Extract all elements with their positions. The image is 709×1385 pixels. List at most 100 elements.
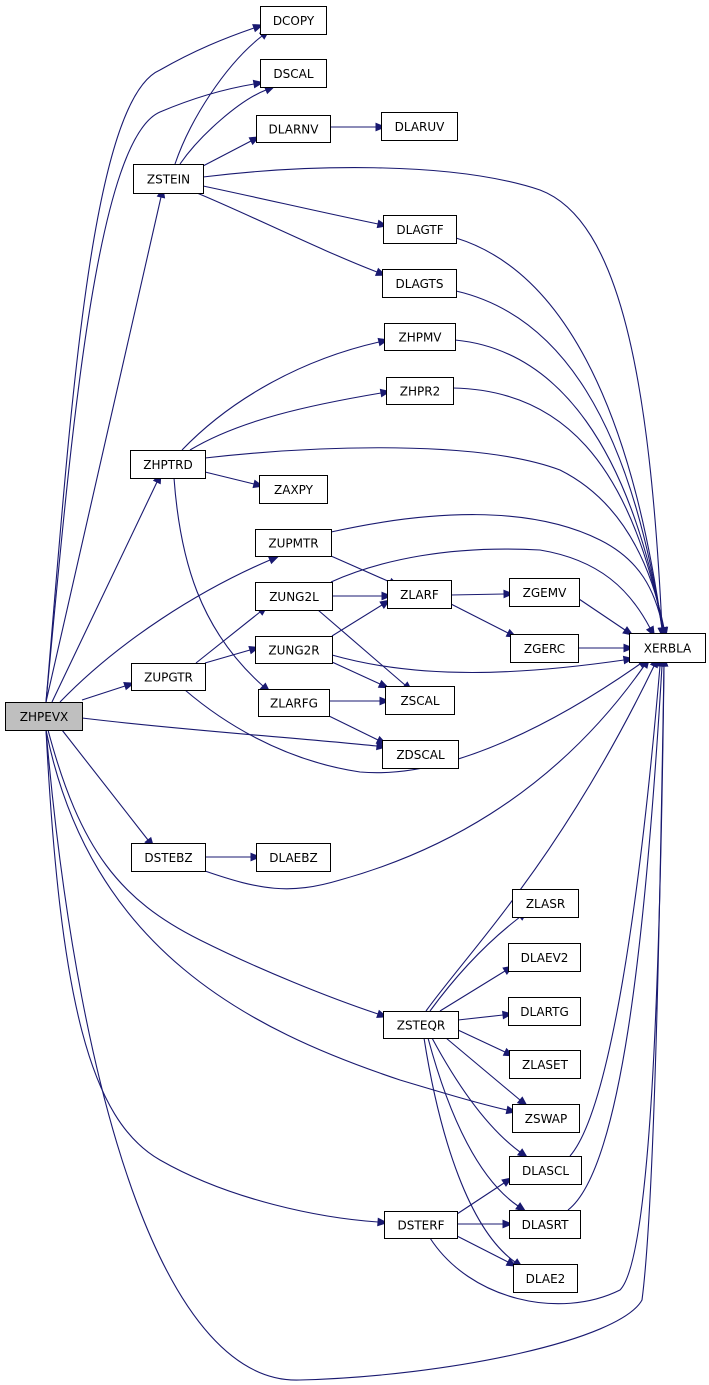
- node-zupgtr[interactable]: ZUPGTR: [131, 663, 206, 691]
- edge-zung2l-to-zlarf: [332, 591, 393, 601]
- node-label: DLARUV: [395, 120, 446, 134]
- node-box: [255, 582, 333, 611]
- node-label: ZLASET: [522, 1058, 569, 1072]
- node-label: ZLARF: [400, 588, 439, 602]
- node-box: [509, 578, 580, 607]
- node-box: [5, 702, 83, 731]
- node-box: [383, 215, 457, 244]
- node-dscal[interactable]: DSCAL: [260, 59, 327, 88]
- node-label: ZHPR2: [400, 385, 440, 399]
- node-label: DLARNV: [269, 123, 320, 137]
- node-label: XERBLA: [644, 642, 692, 656]
- node-label: DSCAL: [273, 67, 313, 81]
- node-dlaebz[interactable]: DLAEBZ: [256, 843, 331, 872]
- node-box: [130, 450, 206, 479]
- node-label: DSTEBZ: [144, 851, 192, 865]
- edge-zgemv-to-xerbla: [578, 598, 634, 636]
- edge-zstein-to-dcopy: [174, 29, 271, 165]
- node-zung2r[interactable]: ZUNG2R: [255, 636, 333, 664]
- node-box: [256, 843, 331, 872]
- node-box: [509, 1210, 581, 1239]
- node-label: ZUNG2L: [269, 590, 319, 604]
- node-zlaset[interactable]: ZLASET: [509, 1050, 581, 1079]
- edge-zhpevx-to-zupgtr: [81, 682, 135, 701]
- node-zlarfg[interactable]: ZLARFG: [258, 689, 330, 717]
- node-box: [255, 636, 333, 664]
- edge-zstein-to-dlarnv: [202, 136, 261, 167]
- edge-dlarnv-to-dlaruv: [330, 122, 387, 132]
- edge-zlarf-to-zgerc: [450, 603, 518, 638]
- node-label: ZHPEVX: [20, 710, 69, 724]
- node-xerbla[interactable]: XERBLA: [629, 633, 706, 663]
- node-dlae2[interactable]: DLAE2: [513, 1264, 578, 1293]
- node-label: DLAGTS: [395, 277, 443, 291]
- node-dlasrt[interactable]: DLASRT: [509, 1210, 581, 1239]
- edge-zhpevx-to-zsteqr: [47, 729, 388, 1018]
- edge-dsterf-to-dlascl: [456, 1177, 513, 1215]
- edge-zsteqr-to-dlartg: [457, 1010, 514, 1021]
- edge-zhpevx-to-zupmtr: [59, 555, 280, 703]
- node-box: [260, 6, 327, 35]
- node-label: DLASRT: [522, 1218, 569, 1232]
- node-zhptrd[interactable]: ZHPTRD: [130, 450, 206, 479]
- node-box: [509, 1050, 581, 1079]
- node-dcopy[interactable]: DCOPY: [260, 6, 327, 35]
- node-zdscal[interactable]: ZDSCAL: [382, 740, 459, 769]
- node-dlartg[interactable]: DLARTG: [508, 997, 581, 1026]
- node-zlasr[interactable]: ZLASR: [512, 889, 579, 918]
- node-label: DCOPY: [273, 14, 315, 28]
- node-label: ZLARFG: [270, 697, 318, 711]
- node-label: ZUPGTR: [144, 671, 193, 685]
- node-box: [258, 689, 330, 717]
- edge-zhpevx-to-zstein: [45, 186, 166, 703]
- node-box: [509, 1156, 582, 1185]
- node-dlaev2[interactable]: DLAEV2: [508, 943, 581, 972]
- node-zhpmv[interactable]: ZHPMV: [384, 323, 456, 351]
- node-zsteqr[interactable]: ZSTEQR: [383, 1011, 459, 1039]
- node-zgerc[interactable]: ZGERC: [510, 634, 579, 663]
- node-zaxpy[interactable]: ZAXPY: [259, 475, 328, 504]
- edge-zlarf-to-zgemv: [450, 589, 515, 599]
- node-box: [131, 663, 206, 691]
- node-zlarf[interactable]: ZLARF: [387, 580, 452, 609]
- edge-zung2r-to-zlarf: [331, 599, 391, 637]
- edge-zgerc-to-xerbla: [578, 643, 635, 653]
- node-box: [381, 112, 458, 141]
- node-dlarnv[interactable]: DLARNV: [256, 115, 331, 143]
- node-zhpr2[interactable]: ZHPR2: [386, 377, 454, 405]
- node-box: [382, 269, 457, 298]
- node-box: [131, 843, 206, 872]
- node-label: ZUNG2R: [268, 644, 319, 658]
- node-box: [133, 164, 204, 194]
- node-zstein[interactable]: ZSTEIN: [133, 164, 204, 194]
- node-box: [512, 889, 579, 918]
- node-zscal[interactable]: ZSCAL: [385, 686, 455, 715]
- node-box: [255, 529, 332, 557]
- node-dlascl[interactable]: DLASCL: [509, 1156, 582, 1185]
- edge-zhpevx-to-dsterf: [45, 729, 389, 1227]
- node-label: ZDSCAL: [396, 748, 445, 762]
- node-zung2l[interactable]: ZUNG2L: [255, 582, 333, 611]
- edge-zstein-to-dlagtf: [202, 185, 389, 229]
- node-zswap[interactable]: ZSWAP: [512, 1104, 580, 1133]
- edge-zhpevx-to-zswap: [45, 729, 518, 1115]
- node-label: ZAXPY: [274, 483, 314, 497]
- node-dsterf[interactable]: DSTERF: [384, 1211, 458, 1239]
- node-label: ZSTEIN: [147, 173, 190, 187]
- node-box: [383, 1011, 459, 1039]
- node-zupmtr[interactable]: ZUPMTR: [255, 529, 332, 557]
- node-box: [386, 377, 454, 405]
- node-label: ZSWAP: [525, 1112, 568, 1126]
- node-label: ZHPTRD: [143, 458, 192, 472]
- node-dstebz[interactable]: DSTEBZ: [131, 843, 206, 872]
- node-box: [256, 115, 331, 143]
- node-dlagts[interactable]: DLAGTS: [382, 269, 457, 298]
- node-label: ZGERC: [524, 642, 565, 656]
- node-dlagtf[interactable]: DLAGTF: [383, 215, 457, 244]
- edge-zhptrd-to-zhpr2: [189, 388, 392, 451]
- node-label: ZSTEQR: [397, 1019, 446, 1033]
- node-zgemv[interactable]: ZGEMV: [509, 578, 580, 607]
- node-dlaruv[interactable]: DLARUV: [381, 112, 458, 141]
- node-zhpevx[interactable]: ZHPEVX: [5, 702, 83, 731]
